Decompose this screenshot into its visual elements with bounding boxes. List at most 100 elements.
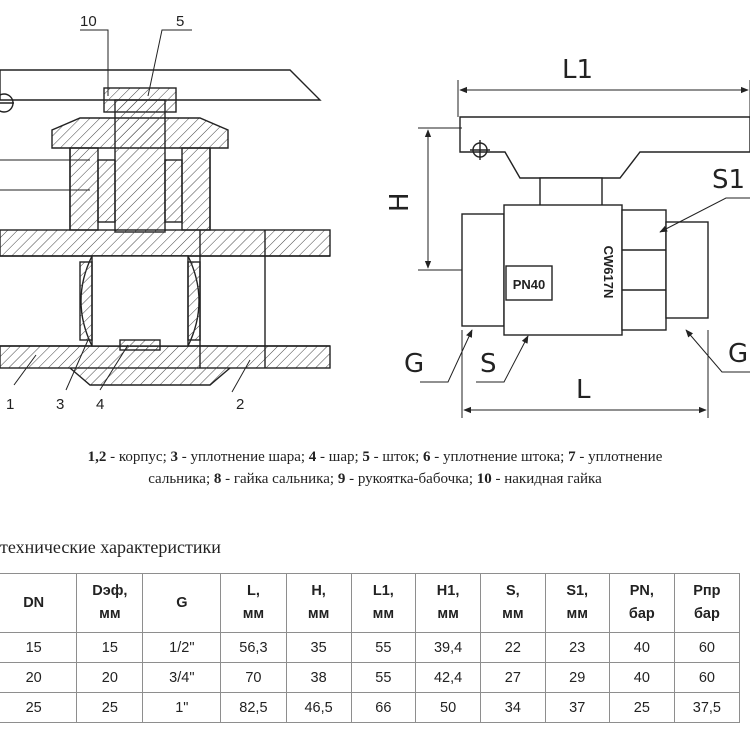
table-cell: 40 <box>608 632 675 663</box>
dim-G-left: G <box>404 349 424 379</box>
header-unit: мм <box>242 606 265 622</box>
header-unit: бар <box>693 606 720 622</box>
material-marking: CW617N <box>601 246 616 299</box>
legend-line-2: сальника; 8 - гайка сальника; 9 - рукоят… <box>0 468 750 490</box>
header-line: L1, <box>372 583 394 599</box>
left-thread-end <box>461 213 505 327</box>
table-cell: 37 <box>544 692 610 723</box>
header-line: H1, <box>436 583 460 599</box>
legend-line-1: 1,2 - корпус; 3 - уплотнение шара; 4 - ш… <box>0 446 750 468</box>
callout-5: 5 <box>176 13 184 30</box>
legend-num: 3 <box>170 449 179 465</box>
table-cell: 55 <box>350 662 417 693</box>
header-line: PN, <box>629 583 654 599</box>
table-cell: 25 <box>0 692 78 723</box>
table-cell: 15 <box>0 632 78 663</box>
table-cell: 25 <box>76 692 144 723</box>
header-line: DN <box>23 594 45 611</box>
legend-text: - уплотнение штока; <box>430 449 569 465</box>
header-line: Pпр <box>693 583 721 599</box>
header-unit: мм <box>437 606 459 622</box>
table-cell: 27 <box>480 662 546 693</box>
header-unit: мм <box>99 606 121 622</box>
header-unit: мм <box>502 606 524 622</box>
legend-text: - гайка сальника; <box>221 471 338 487</box>
table-cell: 66 <box>350 692 417 723</box>
legend-text: - шток; <box>369 449 424 465</box>
legend-num: 8 <box>213 471 222 487</box>
header-s1: S1,мм <box>544 573 610 633</box>
table-cell: 50 <box>414 692 482 723</box>
header-line: G <box>176 594 188 611</box>
header-deff: Dэф,мм <box>76 573 144 633</box>
legend-text: - шар; <box>316 449 363 465</box>
ball <box>91 255 189 347</box>
butterfly-handle <box>459 116 750 179</box>
external-view <box>459 116 750 336</box>
table-cell: 56,3 <box>220 632 287 663</box>
table-row: 20 20 3/4" 70 38 55 42,4 27 29 40 60 <box>0 662 741 693</box>
table-row: 25 25 1" 82,5 46,5 66 50 34 37 25 37,5 <box>0 692 741 723</box>
table-cell: 15 <box>76 632 144 663</box>
table-cell: 70 <box>220 662 287 693</box>
table-row: 15 15 1/2" 56,3 35 55 39,4 22 23 40 60 <box>0 632 741 663</box>
legend-text: - рукоятка-бабочка; <box>345 471 477 487</box>
header-s: S, мм <box>480 573 546 633</box>
table-cell: 29 <box>544 662 610 693</box>
table-cell: 20 <box>76 662 144 693</box>
table-cell: 20 <box>0 662 78 693</box>
header-dn: DN <box>0 573 78 633</box>
table-cell: 35 <box>285 632 352 663</box>
legend-text: - накидная гайка <box>491 471 602 487</box>
legend-num: 5 <box>362 449 370 465</box>
pn-marking: PN40 <box>513 277 546 292</box>
valve-technical-drawing: 10 5 1 3 4 2 PN40 CW617N <box>0 13 750 418</box>
hex-nut <box>621 209 667 331</box>
header-line: S, <box>505 583 520 599</box>
body-top-wall <box>0 229 331 257</box>
legend-num: 1,2 <box>87 449 107 465</box>
handle-section <box>0 69 322 101</box>
section-view <box>0 29 331 393</box>
legend-text: - уплотнение <box>575 449 663 465</box>
dim-S: S <box>480 349 497 379</box>
legend-num: 10 <box>476 471 492 487</box>
callout-10: 10 <box>80 13 97 30</box>
callout-1: 1 <box>6 396 14 413</box>
table-cell: 1" <box>142 692 222 723</box>
table-cell: 34 <box>480 692 546 723</box>
parts-legend: 1,2 - корпус; 3 - уплотнение шара; 4 - ш… <box>0 446 750 490</box>
table-header-row: DN Dэф,мм G L,мм H,мм L1,мм H1,мм S,мм S… <box>0 573 741 633</box>
header-unit: мм <box>307 606 330 622</box>
table-cell: 60 <box>673 662 741 693</box>
dim-L: L <box>576 375 591 405</box>
table-cell: 3/4" <box>142 662 222 693</box>
callout-3: 3 <box>56 396 64 413</box>
dim-G-right: G <box>728 339 748 369</box>
header-ppr: Pпр бар <box>673 573 741 633</box>
table-cell: 1/2" <box>142 632 222 663</box>
header-unit: бар <box>628 606 655 622</box>
legend-num: 4 <box>308 449 317 465</box>
table-cell: 60 <box>673 632 741 663</box>
dim-H: H <box>385 192 415 212</box>
table-cell: 55 <box>350 632 417 663</box>
header-h: H,мм <box>285 573 352 633</box>
table-cell: 22 <box>480 632 546 663</box>
header-pn: PN, бар <box>608 573 675 633</box>
header-h1: H1, мм <box>414 573 482 633</box>
legend-num: 7 <box>568 449 576 465</box>
dim-S1: S1 <box>712 165 745 195</box>
body-bottom-wall <box>0 345 331 369</box>
table-cell: 42,4 <box>414 662 482 693</box>
dim-L1: L1 <box>562 55 593 85</box>
callout-2: 2 <box>236 396 244 413</box>
table-cell: 40 <box>608 662 675 693</box>
legend-num: 9 <box>337 471 346 487</box>
callout-4: 4 <box>96 396 104 413</box>
table-cell: 37,5 <box>673 692 741 723</box>
table-cell: 25 <box>608 692 675 723</box>
header-g: G <box>142 573 222 633</box>
table-cell: 39,4 <box>414 632 482 663</box>
table-cell: 46,5 <box>285 692 352 723</box>
